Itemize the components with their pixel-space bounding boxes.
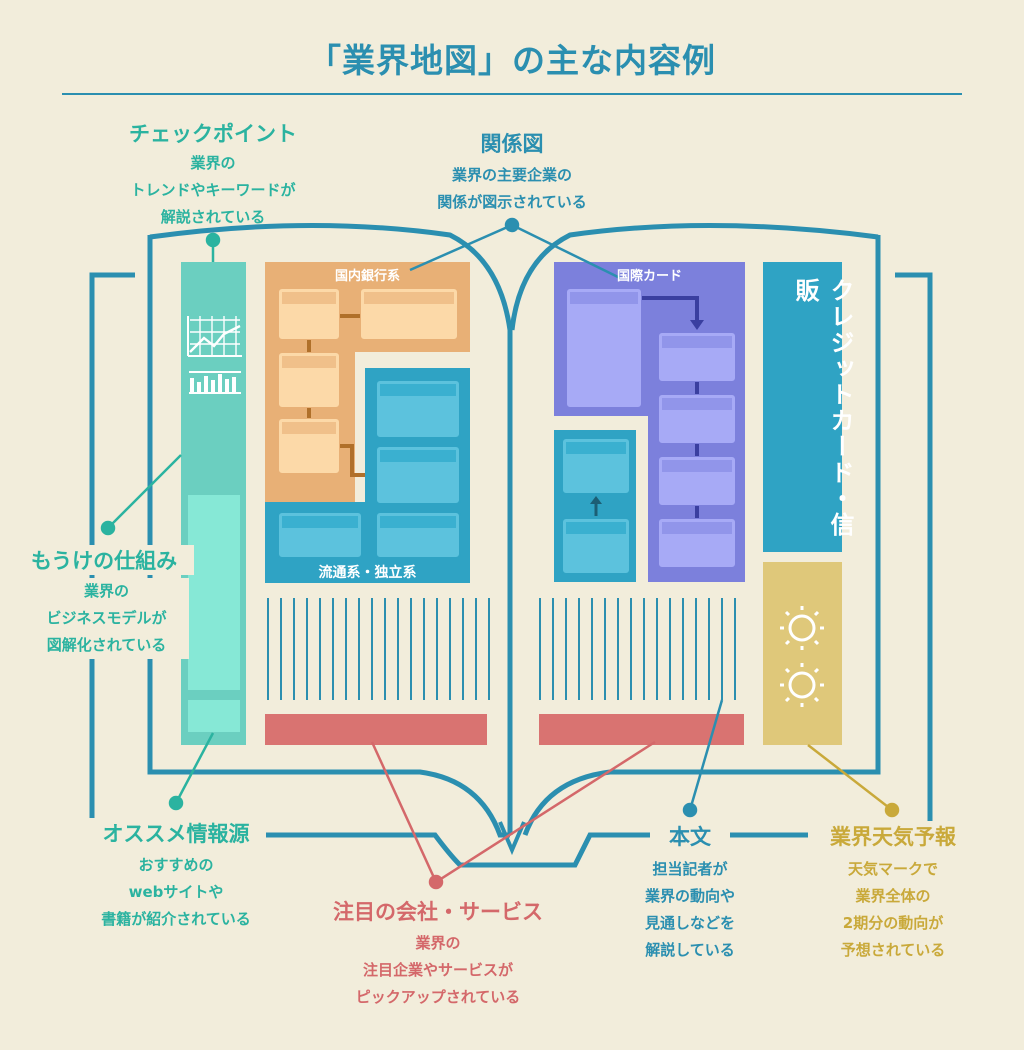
sun-icon — [780, 663, 824, 707]
checkpoint-desc: 業界の トレンドやキーワードが 解説されている — [130, 154, 296, 226]
sun-icon — [780, 606, 824, 650]
body-desc: 担当記者が 業界の動向や 見通しなどを 解説している — [644, 860, 735, 959]
body-heading: 本文 — [650, 821, 730, 851]
leader-weather — [807, 744, 900, 818]
source-desc: おすすめの webサイトや 書籍が紹介されている — [101, 856, 251, 928]
book-cover-left — [147, 235, 510, 838]
trend-chart-icon — [187, 316, 242, 357]
focus-heading: 注目の会社・サービス — [333, 900, 543, 924]
intl-card-label: 国際カード — [616, 269, 682, 284]
checkpoint-heading: チェックポイント — [129, 122, 297, 146]
weather-heading: 業界天気予報 — [808, 821, 978, 851]
source-panel — [188, 700, 240, 732]
card-node-main — [565, 287, 643, 409]
side-title: クレジットカード・信販 — [791, 278, 854, 538]
body-lines-left — [267, 598, 490, 700]
relation-heading: 関係図 — [480, 132, 544, 156]
focus-company-bar-left — [265, 714, 487, 745]
book-back-left — [89, 272, 933, 868]
leader-relation — [409, 217, 621, 280]
retail-group-label: 流通系・独立系 — [318, 565, 417, 581]
leader-checkpoint — [205, 232, 221, 262]
focus-desc: 業界の 注目企業やサービスが ピックアップされている — [355, 934, 521, 1006]
source-heading: オススメ情報源 — [86, 818, 266, 848]
leader-business — [100, 454, 182, 536]
leader-body — [682, 699, 724, 818]
weather-desc: 天気マークで 業界全体の 2期分の動向が 予想されている — [840, 860, 946, 959]
business-panel — [188, 495, 240, 690]
title-rule — [62, 93, 962, 95]
body-lines-right — [539, 598, 736, 700]
book-page-top-right — [509, 223, 879, 331]
business-desc: 業界の ビジネスモデルが 図解化されている — [24, 578, 189, 659]
leader-source — [168, 732, 215, 811]
relation-desc: 業界の主要企業の 関係が図示されている — [437, 166, 587, 211]
side-title-panel — [763, 262, 842, 552]
weather-panel — [763, 562, 842, 745]
business-heading: もうけの仕組み — [14, 545, 194, 575]
page-title: 「業界地図」の主な内容例 — [308, 41, 716, 80]
domestic-bank-label: 国内銀行系 — [334, 269, 400, 284]
leader-focus — [370, 740, 656, 890]
bar-chart-icon — [189, 371, 241, 394]
book-page-top-left — [149, 223, 513, 835]
book-spine-arrow — [498, 821, 526, 856]
